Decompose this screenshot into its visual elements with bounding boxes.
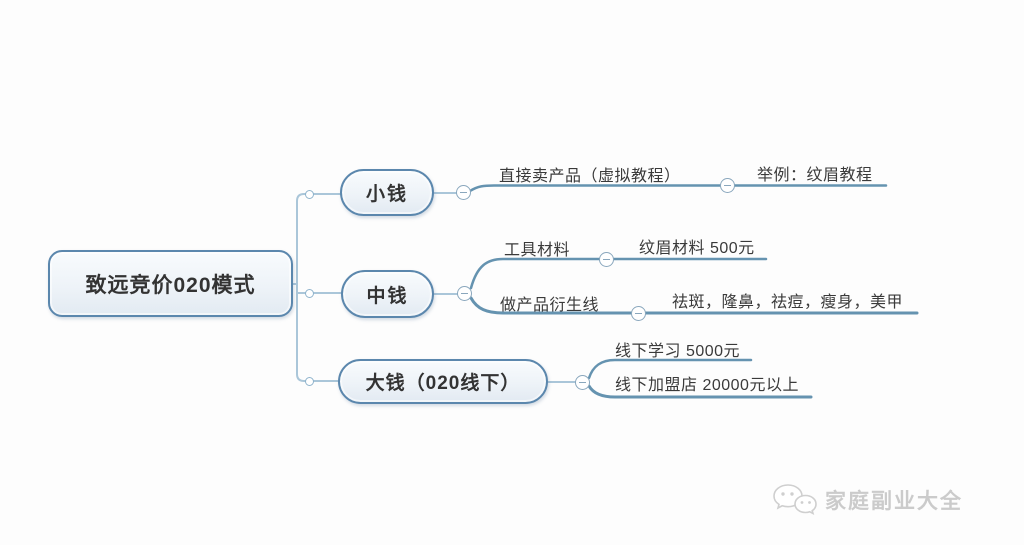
junction-dot-branch-3	[305, 377, 314, 386]
node-big-money-label: 大钱（020线下）	[365, 373, 521, 394]
collapse-button-derivative-line[interactable]	[631, 306, 646, 321]
branch-line-tool-material	[469, 257, 768, 290]
trunk-up-line	[296, 193, 310, 285]
branch-label-sell-product[interactable]: 直接卖产品（虚拟教程）	[499, 168, 681, 185]
junction-dot-branch-1	[305, 190, 314, 199]
node-medium-money[interactable]: 中钱	[341, 270, 434, 318]
trunk-down-line	[296, 283, 310, 382]
branch-label-example-tutorial[interactable]: 举例：纹眉教程	[757, 167, 873, 184]
collapse-button-tool-material[interactable]	[599, 252, 614, 267]
node-small-money[interactable]: 小钱	[340, 169, 434, 216]
branch-line-offline-study	[587, 358, 753, 380]
branch-line-sell-product	[468, 184, 888, 193]
branch-line-franchise	[587, 384, 813, 399]
branch-label-tool-material[interactable]: 工具材料	[504, 242, 571, 259]
wechat-icon	[773, 484, 817, 516]
collapse-button-sell-product[interactable]	[720, 178, 735, 193]
collapse-button-big-money[interactable]	[575, 375, 590, 390]
branch-label-derivative-items[interactable]: 祛斑，隆鼻，祛痘，瘦身，美甲	[672, 294, 904, 311]
node-small-money-label: 小钱	[365, 184, 408, 205]
branch-label-derivative-line[interactable]: 做产品衍生线	[500, 297, 600, 314]
watermark-text: 家庭副业大全	[825, 490, 963, 513]
branch-line-derivative	[469, 296, 919, 315]
collapse-button-small-money[interactable]	[456, 185, 471, 200]
node-root[interactable]: 致远竞价020模式	[48, 250, 293, 317]
junction-dot-branch-2	[305, 289, 314, 298]
node-medium-money-label: 中钱	[366, 285, 409, 307]
trunk-connectors	[292, 192, 583, 383]
branch-label-material-price[interactable]: 纹眉材料 500元	[639, 240, 755, 257]
watermark: 家庭副业大全	[772, 483, 963, 517]
branch-underlines	[468, 184, 919, 399]
node-root-label: 致远竞价020模式	[85, 273, 256, 297]
branch-label-franchise-store[interactable]: 线下加盟店 20000元以上	[615, 377, 799, 394]
collapse-button-medium-money[interactable]	[457, 286, 472, 301]
node-big-money[interactable]: 大钱（020线下）	[338, 359, 548, 404]
branch-label-offline-study[interactable]: 线下学习 5000元	[615, 343, 741, 360]
